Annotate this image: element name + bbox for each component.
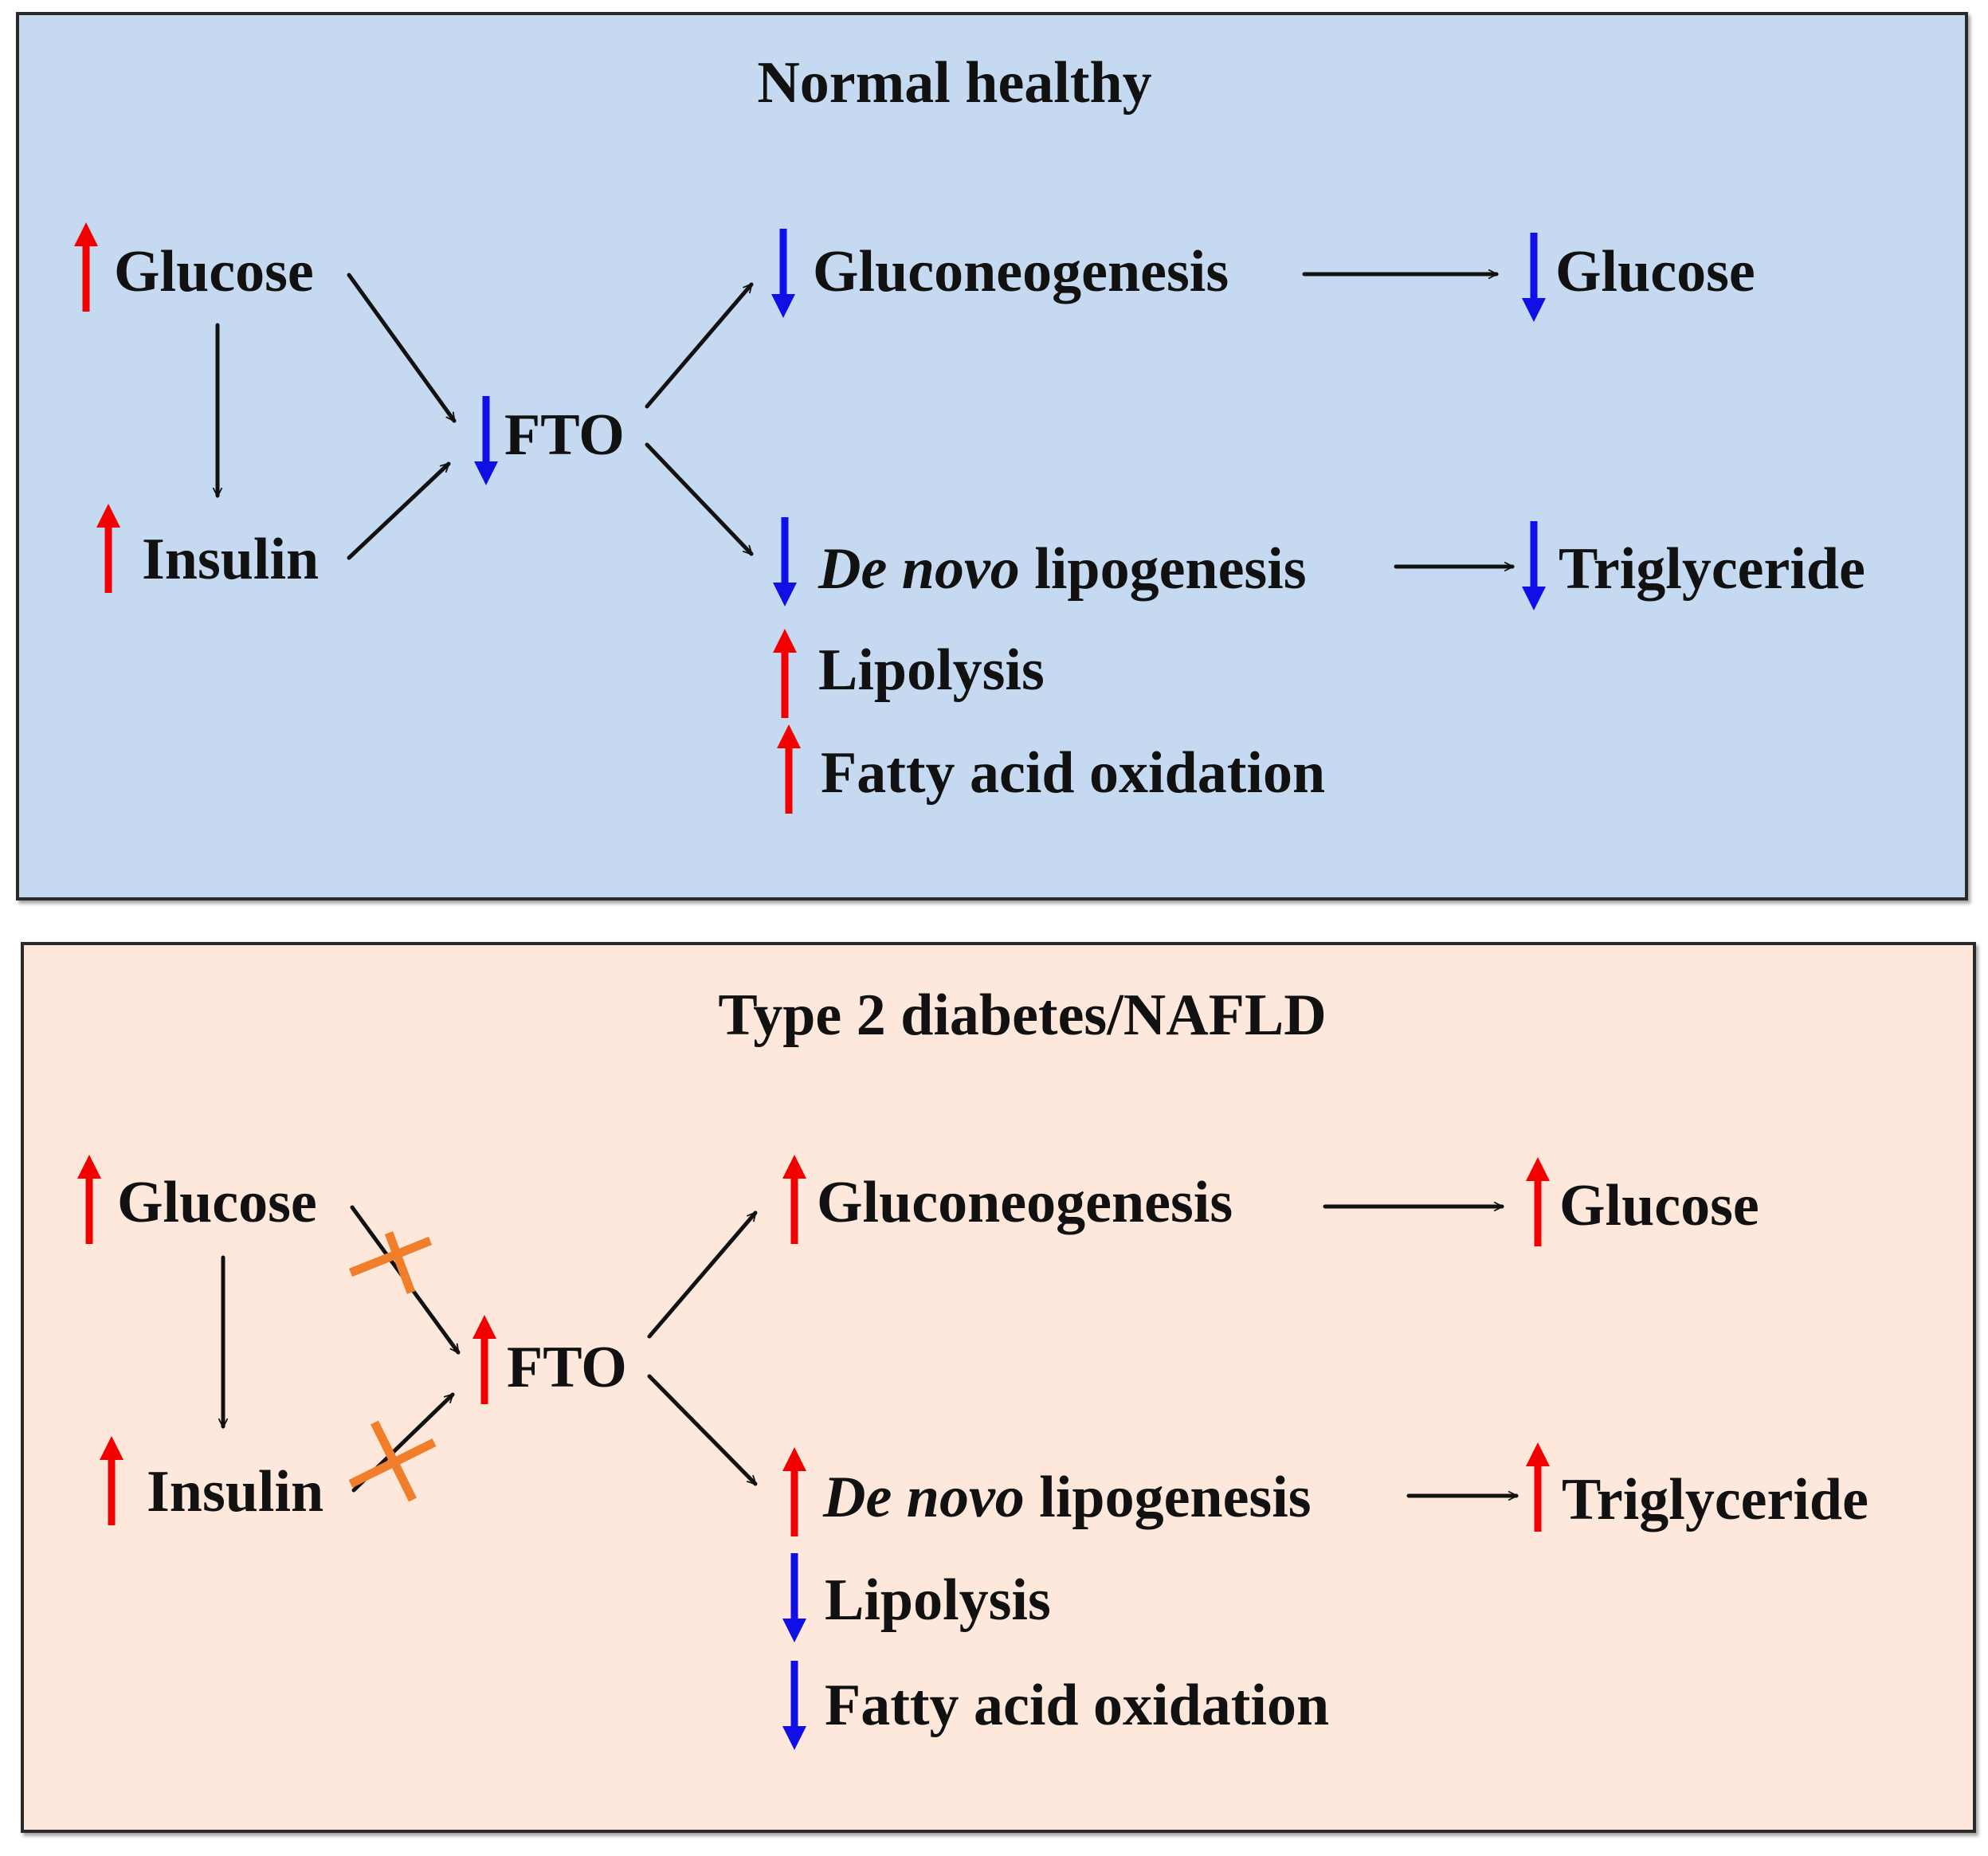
insulin-label: Insulin bbox=[147, 1459, 323, 1524]
arrow-up-icon bbox=[777, 724, 801, 748]
arrow-glucose-to-fto bbox=[347, 273, 457, 423]
arrow-down-icon bbox=[771, 294, 795, 318]
fto-indicator bbox=[472, 1315, 496, 1404]
fao-label: Fatty acid oxidation bbox=[825, 1673, 1329, 1738]
panel-normal-healthy bbox=[16, 12, 1968, 901]
arrow-fto-to-gluconeogenesis bbox=[645, 282, 754, 409]
insulin-label: Insulin bbox=[142, 527, 319, 592]
lipogenesis-label: De novo lipogenesis bbox=[818, 536, 1307, 602]
arrow-down-icon bbox=[782, 1726, 806, 1750]
arrow-up-icon bbox=[74, 222, 98, 246]
arrow-up-icon bbox=[472, 1315, 496, 1339]
fto-indicator bbox=[474, 396, 498, 485]
glucose-out-indicator bbox=[1526, 1157, 1550, 1246]
fao-indicator bbox=[777, 724, 801, 814]
lipogenesis-italic: De novo bbox=[818, 536, 1020, 602]
lipogenesis-rest: lipogenesis bbox=[1020, 536, 1307, 602]
fao-label: Fatty acid oxidation bbox=[821, 740, 1325, 806]
arrow-fto-to-lipogenesis bbox=[645, 442, 754, 556]
arrow-up-icon bbox=[1526, 1442, 1550, 1466]
insulin-indicator bbox=[100, 1436, 124, 1525]
fto-label: FTO bbox=[504, 402, 625, 468]
gluconeogenesis-indicator bbox=[782, 1155, 806, 1244]
arrow-up-icon bbox=[77, 1155, 101, 1179]
arrow-up-icon bbox=[782, 1447, 806, 1471]
arrow-up-icon bbox=[100, 1436, 124, 1460]
block-x-icon bbox=[348, 1420, 437, 1502]
arrow-down-icon bbox=[474, 461, 498, 485]
lipogenesis-indicator bbox=[782, 1447, 806, 1536]
glucose-out-label: Glucose bbox=[1559, 1173, 1759, 1238]
triglyceride-label: Triglyceride bbox=[1562, 1467, 1868, 1532]
fao-indicator bbox=[782, 1661, 806, 1750]
gluconeogenesis-label: Gluconeogenesis bbox=[817, 1170, 1233, 1235]
panel-1-content: Type 2 diabetes/NAFLD Glucose Insulin FT… bbox=[77, 983, 1868, 1750]
glucose-out-indicator bbox=[1522, 233, 1546, 322]
lipolysis-indicator bbox=[773, 629, 797, 718]
lipolysis-label: Lipolysis bbox=[818, 638, 1045, 703]
signal-block-marks bbox=[348, 1231, 437, 1502]
triglyceride-indicator bbox=[1522, 521, 1546, 610]
triglyceride-indicator bbox=[1526, 1442, 1550, 1532]
glucose-in-indicator bbox=[74, 222, 98, 312]
arrow-up-icon bbox=[782, 1155, 806, 1179]
gluconeogenesis-label: Gluconeogenesis bbox=[813, 239, 1229, 304]
lipolysis-label: Lipolysis bbox=[825, 1568, 1051, 1633]
arrow-insulin-to-fto bbox=[347, 461, 451, 560]
panel-title: Type 2 diabetes/NAFLD bbox=[718, 983, 1326, 1048]
glucose-in-label: Glucose bbox=[114, 239, 314, 304]
arrow-down-icon bbox=[1522, 587, 1546, 610]
arrow-up-icon bbox=[1526, 1157, 1550, 1181]
glucose-out-label: Glucose bbox=[1555, 239, 1755, 304]
arrow-fto-to-lipogenesis bbox=[647, 1374, 758, 1486]
gluconeogenesis-indicator bbox=[771, 229, 795, 318]
fto-label: FTO bbox=[507, 1335, 627, 1400]
insulin-indicator bbox=[96, 504, 120, 593]
arrow-fto-to-gluconeogenesis bbox=[647, 1211, 758, 1339]
lipogenesis-label: De novo lipogenesis bbox=[822, 1465, 1312, 1530]
arrow-up-icon bbox=[96, 504, 120, 528]
triglyceride-label: Triglyceride bbox=[1559, 536, 1865, 602]
arrow-down-icon bbox=[782, 1619, 806, 1642]
block-x-icon bbox=[348, 1231, 433, 1294]
panel-type2-diabetes-nafld bbox=[21, 942, 1976, 1833]
panel-0-content: Normal healthy Glucose Insulin FTO Gluco… bbox=[74, 50, 1865, 814]
arrow-up-icon bbox=[773, 629, 797, 653]
arrow-down-icon bbox=[773, 583, 797, 606]
lipolysis-indicator bbox=[782, 1553, 806, 1642]
lipogenesis-italic: De novo bbox=[822, 1465, 1025, 1530]
lipogenesis-indicator bbox=[773, 517, 797, 606]
glucose-in-indicator bbox=[77, 1155, 101, 1244]
panel-title: Normal healthy bbox=[757, 50, 1151, 116]
arrow-down-icon bbox=[1522, 298, 1546, 322]
glucose-in-label: Glucose bbox=[117, 1170, 317, 1235]
lipogenesis-rest: lipogenesis bbox=[1025, 1465, 1312, 1530]
